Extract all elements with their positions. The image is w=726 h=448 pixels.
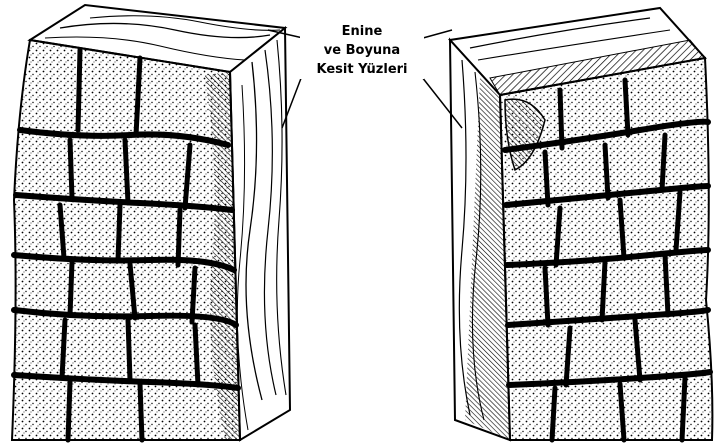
label-line-1: Enine [300,22,424,41]
left-wood-block [12,5,290,440]
cross-section-label: Enine ve Boyuna Kesit Yüzleri [300,22,424,79]
label-line-2: ve Boyuna [300,41,424,60]
label-line-3: Kesit Yüzleri [300,60,424,79]
right-wood-block [450,8,712,440]
